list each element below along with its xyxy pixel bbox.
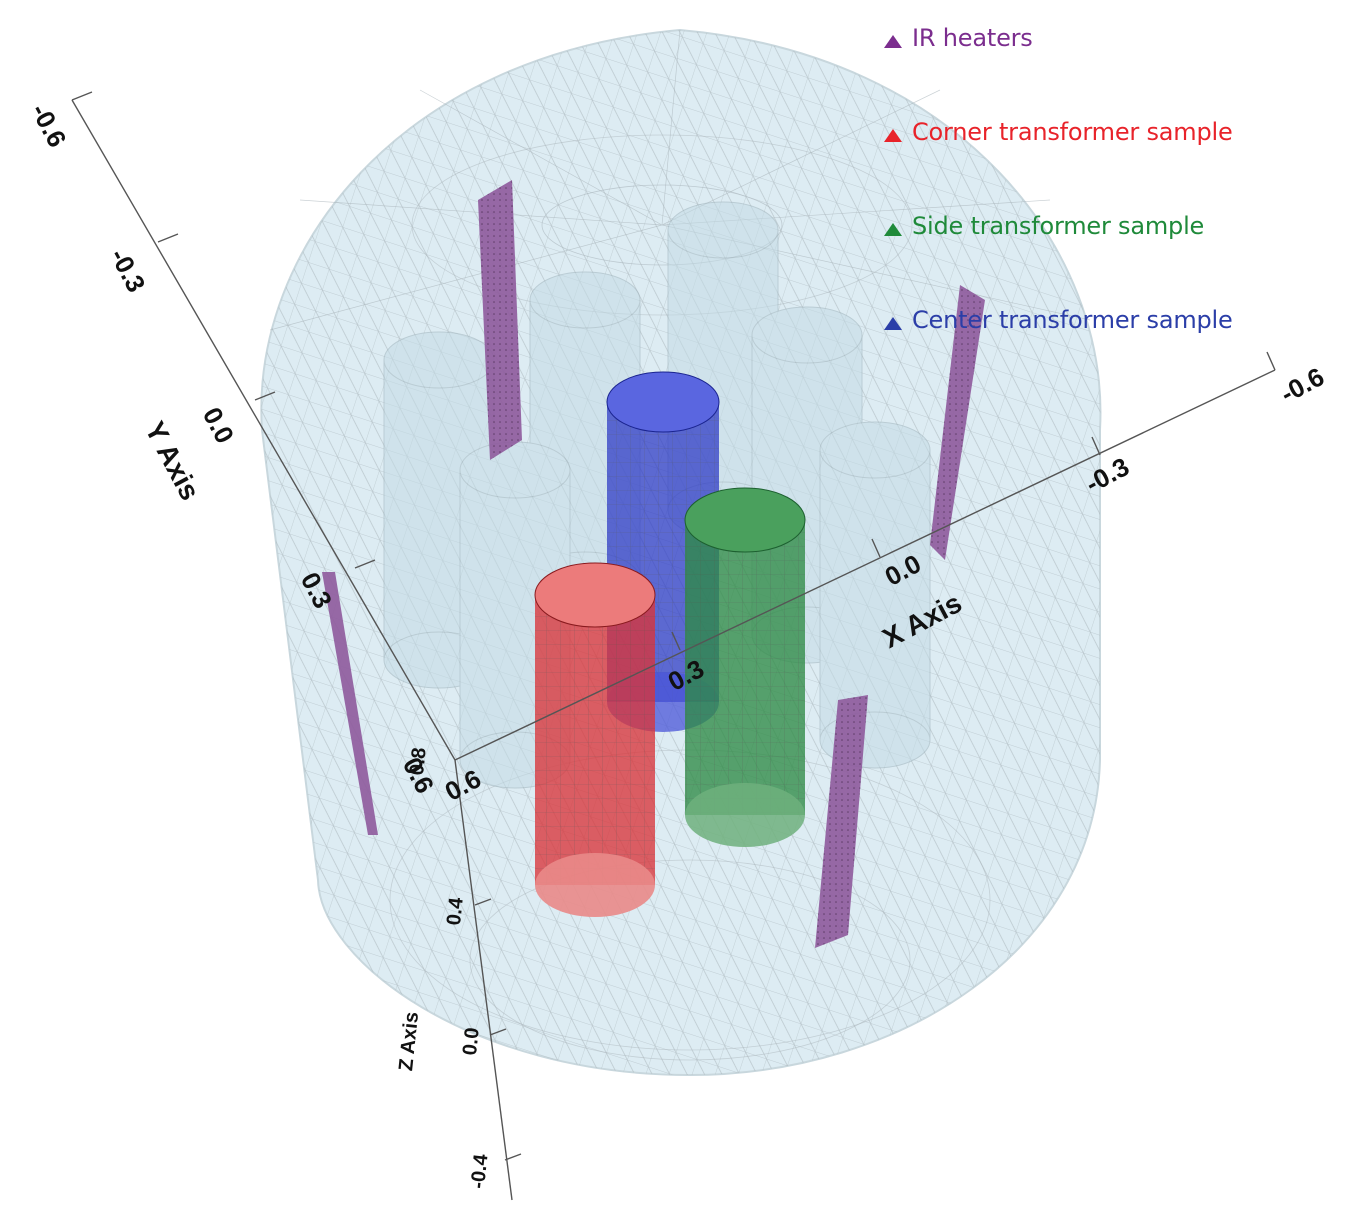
triangle-marker-icon [884, 35, 902, 48]
z-tick-label: -0.4 [466, 1153, 493, 1190]
y-axis-line [71, 99, 456, 761]
triangle-marker-icon [884, 129, 902, 142]
legend-label: Corner transformer sample [912, 118, 1233, 146]
ir-heater-panel-4 [322, 572, 378, 835]
z-tick-label: 0.8 [406, 746, 431, 777]
legend-label: IR heaters [912, 24, 1033, 52]
side-transformer-cylinder [684, 487, 806, 847]
legend-item-ir-heaters: IR heaters [884, 24, 1033, 52]
z-tick-label: 0.0 [459, 1026, 484, 1057]
corner-transformer-cylinder [534, 562, 656, 917]
legend-item-corner-sample: Corner transformer sample [884, 118, 1233, 146]
triangle-marker-icon [884, 317, 902, 330]
z-axis-line [454, 759, 513, 1201]
legend-label: Side transformer sample [912, 212, 1205, 240]
legend-label: Center transformer sample [912, 306, 1233, 334]
legend-item-side-sample: Side transformer sample [884, 212, 1204, 240]
z-tick-label: 0.4 [443, 896, 468, 927]
x-axis-line [454, 369, 1276, 761]
legend-item-center-sample: Center transformer sample [884, 306, 1233, 334]
axes-lines [71, 91, 1276, 1201]
triangle-marker-icon [884, 223, 902, 236]
empty-cylinder-6 [819, 421, 931, 769]
